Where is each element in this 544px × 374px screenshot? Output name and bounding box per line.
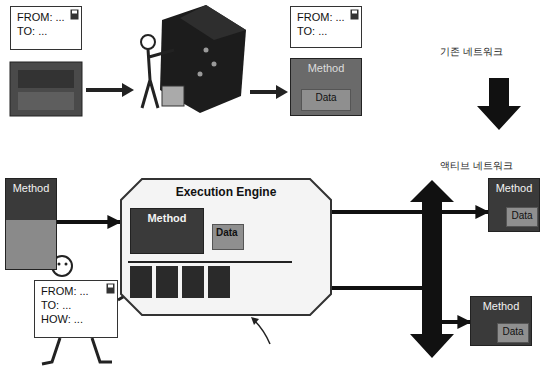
data-box: Data [497, 323, 529, 343]
node-text: TO: ... [297, 24, 327, 38]
node-text: Method [308, 62, 345, 75]
method-box: MethodData [470, 296, 532, 346]
disk-body [107, 284, 115, 294]
disk-body [71, 10, 79, 20]
node-text: TO: ... [17, 24, 47, 38]
flow-arrow [332, 288, 470, 322]
eye [65, 263, 68, 266]
arrow-shaft [86, 88, 124, 92]
slot [182, 266, 204, 298]
top-arrow [250, 85, 288, 99]
router-light [212, 62, 217, 67]
data-box: Data [212, 224, 244, 250]
eye [58, 263, 61, 266]
method-box: MethodData [290, 58, 362, 116]
node-text: Execution Engine [176, 185, 277, 199]
packet-header: FROM: ...TO: ... [10, 6, 82, 50]
router-light [204, 48, 209, 53]
arrow-head [122, 83, 134, 97]
router-body [160, 5, 246, 113]
disk-label [72, 11, 77, 14]
arrow-shaft [250, 90, 278, 94]
flow-arrow [332, 210, 488, 214]
disk-label [352, 11, 357, 14]
disk-icon [70, 9, 79, 20]
section-label: 기존 네트워크 [440, 46, 503, 58]
packet-header: FROM: ...TO: ...HOW: ... [34, 280, 118, 338]
node-text: Method [483, 300, 520, 313]
transition-arrow [477, 78, 521, 130]
router [160, 5, 246, 113]
node-text: Data [315, 92, 336, 104]
node-text: FROM: ... [41, 284, 89, 298]
old-packet-body [10, 62, 82, 116]
packet-body [10, 62, 82, 116]
node-text: Data [502, 326, 523, 338]
node-text: FROM: ... [297, 10, 345, 24]
bus-line [128, 261, 292, 263]
node-text: Data [511, 210, 532, 222]
section-label: 액티브 네트워크 [440, 160, 513, 172]
flow-arrow [57, 220, 120, 224]
disk-label [108, 285, 113, 288]
worker-figure [141, 35, 184, 108]
disk-icon [350, 9, 359, 20]
execution-engine: Execution EngineMethodData [120, 178, 332, 316]
octagon [121, 179, 331, 315]
router-face [180, 5, 246, 40]
method-box: MethodData [488, 178, 540, 232]
top-arrow [86, 83, 134, 97]
pointer-head [251, 317, 259, 325]
disk-icon [106, 283, 115, 294]
node-text: FROM: ... [17, 10, 65, 24]
node-text: Method [13, 182, 50, 195]
slot [208, 266, 230, 298]
slot [156, 266, 178, 298]
router-light [198, 72, 203, 77]
double-arrow [410, 180, 454, 358]
arrow-head [276, 85, 288, 99]
node-text: Method [496, 182, 533, 195]
pointer-line [254, 320, 270, 344]
node-text: Method [147, 212, 186, 225]
slot [130, 266, 152, 298]
packet-header: FROM: ...TO: ... [290, 6, 362, 48]
pointer-arrow [251, 317, 270, 344]
data-box: Data [506, 207, 538, 227]
method-box: Method [5, 178, 57, 270]
parcel [162, 86, 184, 106]
node-text: Data [216, 227, 238, 239]
head [141, 35, 155, 49]
node-text: HOW: ... [41, 312, 83, 326]
disk-body [351, 10, 359, 20]
node-text: TO: ... [41, 298, 71, 312]
method-box: Method [130, 208, 204, 254]
data-box: Data [301, 89, 351, 111]
packet-part [18, 92, 74, 110]
packet-part [18, 70, 74, 88]
